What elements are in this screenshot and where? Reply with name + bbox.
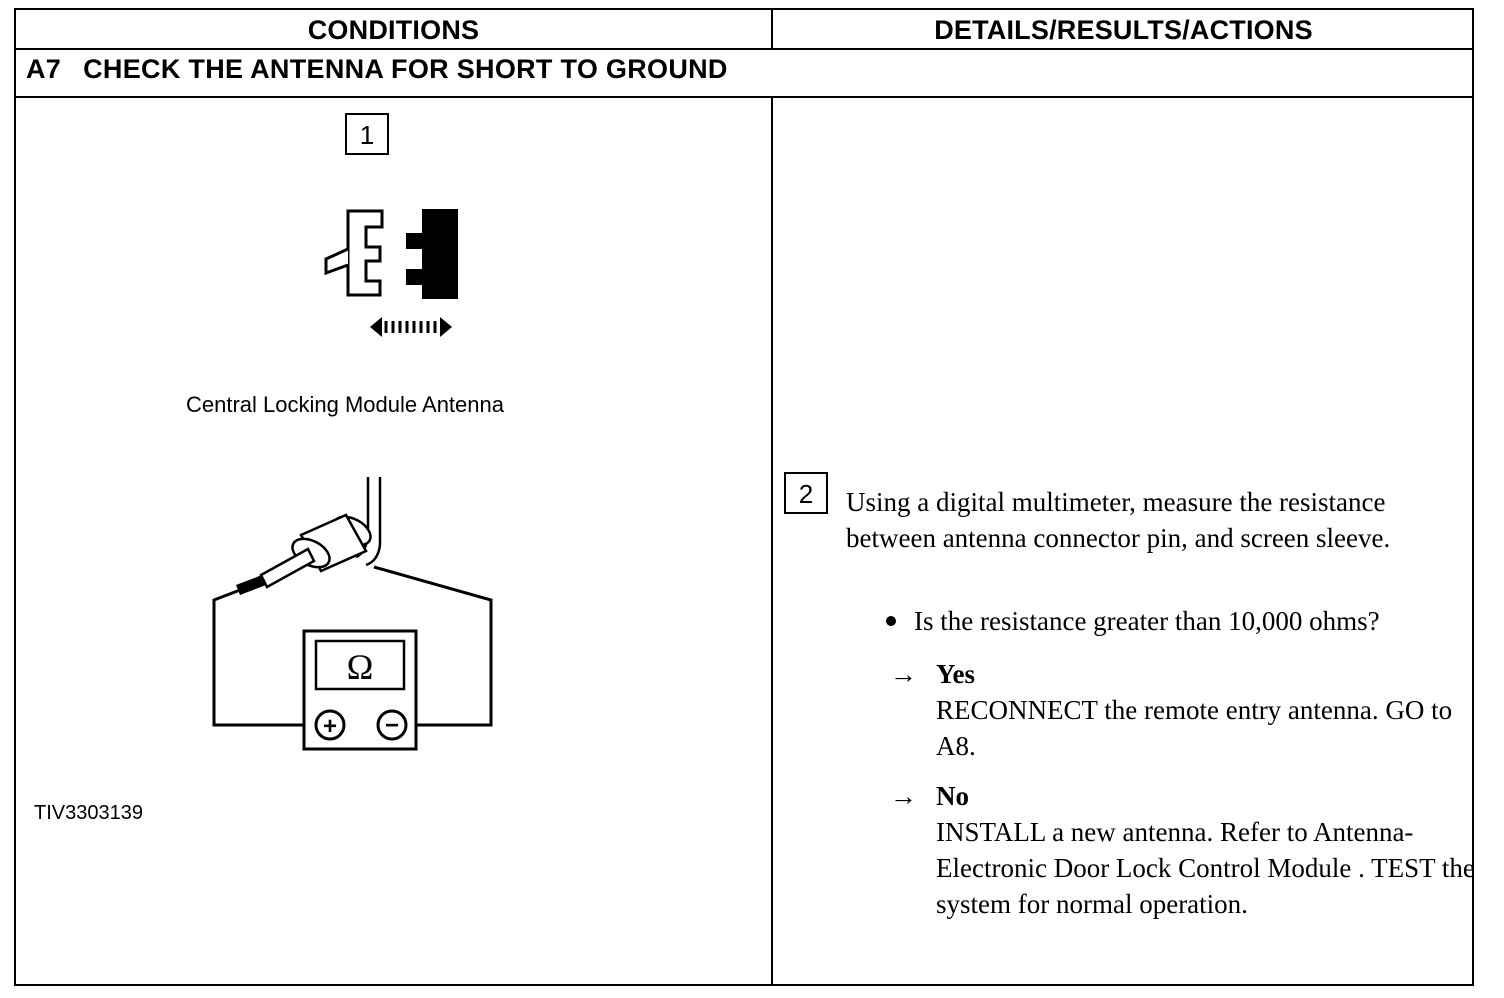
diagnostic-table: CONDITIONS DETAILS/RESULTS/ACTIONS A7 CHE… [14,8,1475,986]
no-action: INSTALL a new antenna. Refer to Antenna-… [936,817,1475,919]
table-header-row: CONDITIONS DETAILS/RESULTS/ACTIONS [16,10,1472,50]
step-2-box: 2 [784,472,828,514]
details-column-header: DETAILS/RESULTS/ACTIONS [934,15,1313,45]
multimeter-diagram: Ω + − [212,477,493,751]
bullet-icon [886,615,896,626]
figure-id: TIV3303139 [34,802,143,824]
connector-disconnect-icon [324,209,458,337]
step-2-instruction: Using a digital multimeter, measure the … [846,487,1391,553]
question-text: Is the resistance greater than 10,000 oh… [914,606,1380,636]
minus-terminal-icon: − [385,712,399,739]
step-title: A7 CHECK THE ANTENNA FOR SHORT TO GROUND [26,54,728,85]
conditions-column-header: CONDITIONS [307,15,480,45]
arrow-icon: → [890,659,917,689]
step-title-text: CHECK THE ANTENNA FOR SHORT TO GROUND [83,54,728,84]
question: Is the resistance greater than 10,000 oh… [886,606,1380,637]
plus-terminal-icon: + [323,713,337,740]
step-1-box: 1 [345,113,389,155]
yes-action: RECONNECT the remote entry antenna. GO t… [936,695,1453,761]
yes-label: Yes [936,659,975,689]
ohm-symbol: Ω [347,647,374,687]
antenna-caption: Central Locking Module Antenna [186,392,504,417]
step-code: A7 [26,54,62,84]
column-divider [771,10,773,50]
arrow-icon: → [890,781,917,811]
no-label: No [936,781,969,811]
column-divider-body [771,98,773,984]
step-title-row: A7 CHECK THE ANTENNA FOR SHORT TO GROUND [16,50,1472,98]
